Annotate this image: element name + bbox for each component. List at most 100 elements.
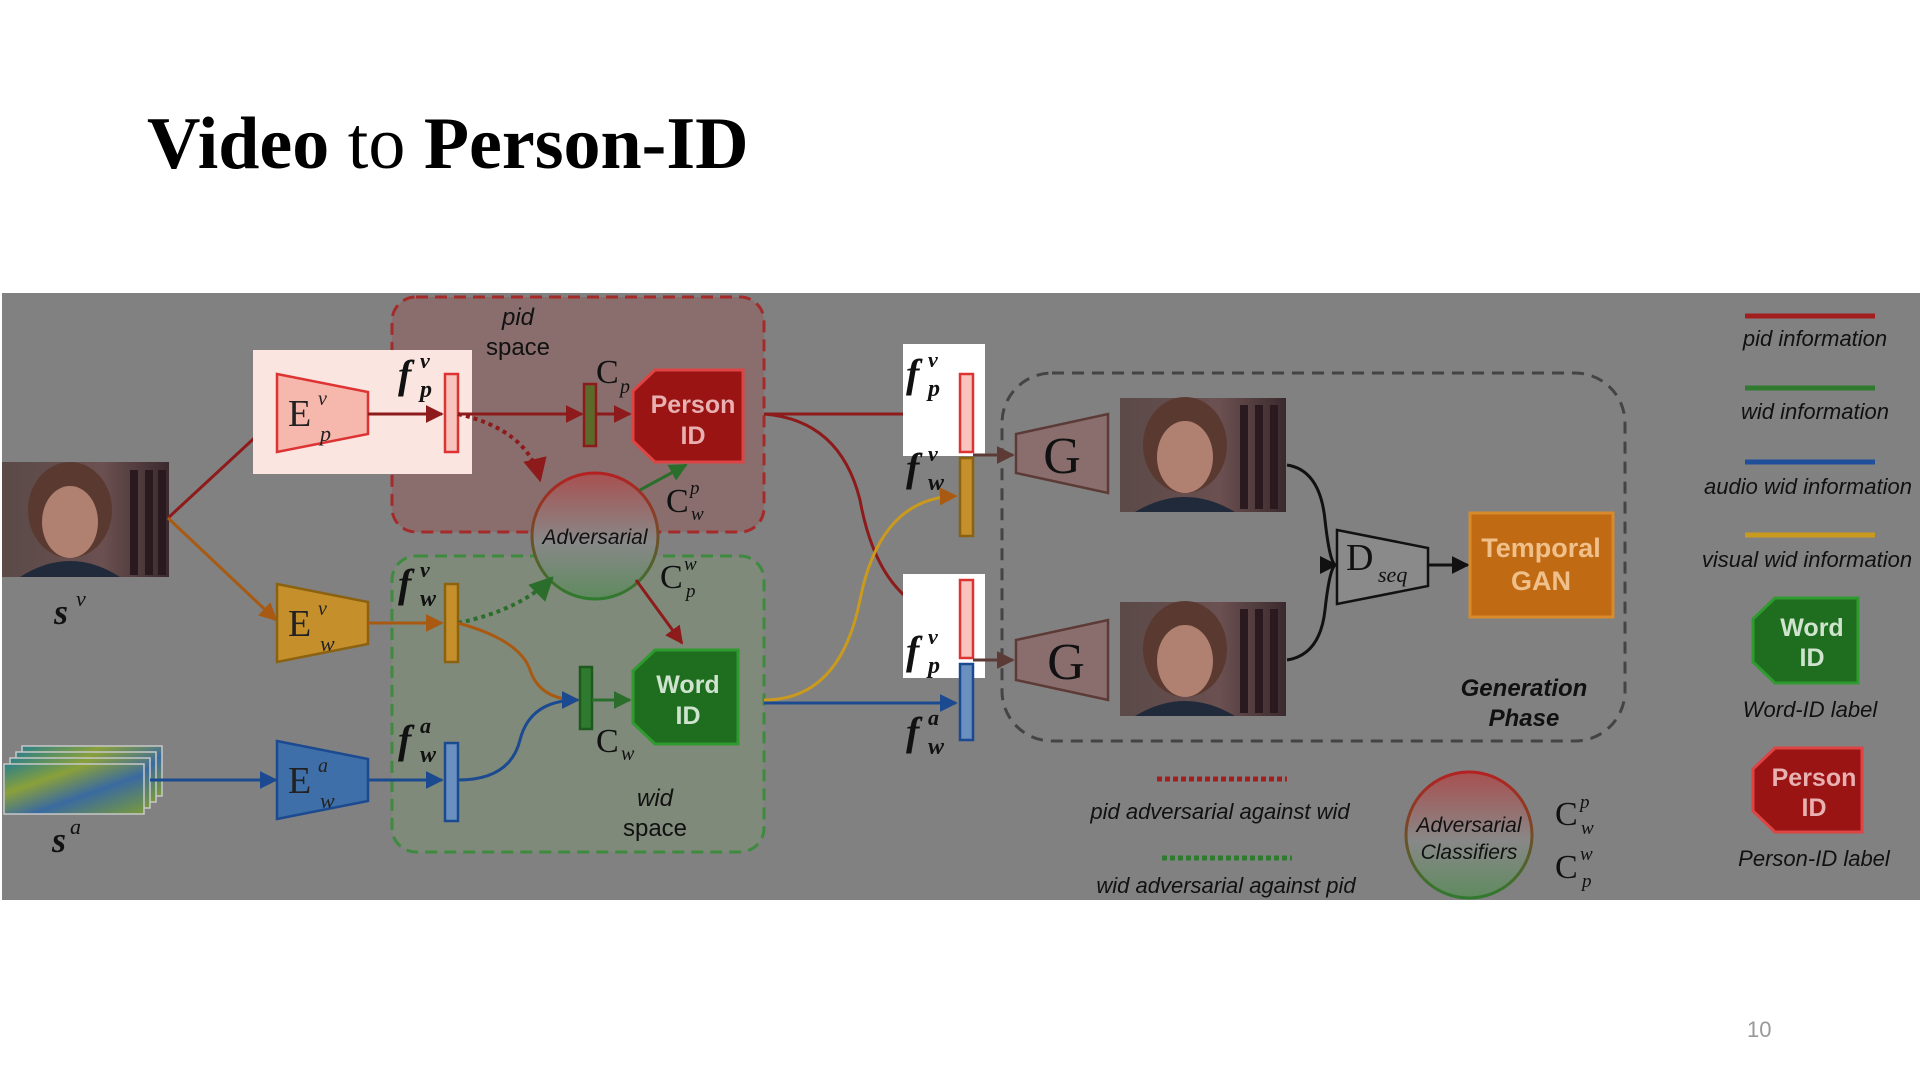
generator-top: G	[1014, 412, 1110, 495]
legend-visual-wid-info: visual wid information	[1702, 547, 1912, 572]
encoder-epv: E v p	[275, 372, 370, 454]
title-person-id: Person-ID	[423, 103, 749, 185]
encoder-ewa: E a w	[275, 739, 370, 821]
svg-text:a: a	[928, 705, 939, 730]
legend: pid information wid information audio wi…	[1702, 313, 1912, 871]
svg-text:C: C	[596, 723, 619, 760]
pid-space-label-1: pid	[501, 304, 535, 331]
person-id-node: Person ID	[631, 368, 745, 464]
person-id-node-line2: ID	[681, 422, 706, 450]
temporal-gan-line2: GAN	[1511, 566, 1571, 596]
dotted-arrow-fwv-to-adversarial	[457, 576, 554, 625]
legend-adversarial: pid adversarial against wid wid adversar…	[1089, 770, 1594, 900]
svg-text:v: v	[928, 441, 938, 466]
generation-phase-label-1: Generation	[1461, 675, 1588, 702]
encoder-epv-sub: p	[318, 421, 331, 446]
svg-text:w: w	[691, 504, 704, 525]
svg-text:G: G	[1047, 634, 1085, 691]
feature-bar-fwv-top	[958, 456, 975, 538]
arrow-adversarial-to-wordid	[634, 579, 684, 645]
svg-text:f: f	[398, 717, 415, 762]
legend-person-id-label: Person-ID label	[1738, 846, 1891, 871]
svg-text:f: f	[906, 445, 923, 490]
encoder-epv-base: E	[288, 393, 311, 435]
legend-word-id-label: Word-ID label	[1743, 697, 1879, 722]
adversarial-circle: Adversarial	[530, 471, 660, 601]
input-audio-spectrogram	[3, 745, 163, 815]
feature-label-fwv: f v w	[398, 557, 437, 612]
svg-text:v: v	[420, 348, 430, 373]
legend-audio-wid-info: audio wid information	[1704, 474, 1912, 499]
arrow-fwa-to-cw	[457, 691, 580, 782]
slide-title: Video to Person-ID	[147, 102, 749, 187]
svg-text:C: C	[596, 354, 619, 391]
discriminator-dseq: D seq	[1335, 528, 1430, 606]
feature-bar-fpv-bottom	[958, 578, 975, 660]
arrow-adversarial-to-cwp	[639, 463, 688, 492]
generator-bottom: G	[1014, 618, 1110, 702]
pid-space-label-2: space	[486, 334, 550, 361]
feature-bar-fwv	[443, 582, 460, 664]
feature-label-fwa: f a w	[398, 713, 437, 768]
svg-text:w: w	[420, 586, 437, 612]
svg-text:C: C	[666, 483, 689, 520]
svg-text:seq: seq	[1378, 562, 1407, 587]
svg-text:p: p	[926, 653, 940, 679]
person-id-node-line1: Person	[651, 391, 736, 419]
classifier-cpw-label: C w p	[660, 554, 697, 602]
svg-text:p: p	[618, 376, 630, 398]
legend-wid-adversarial: wid adversarial against pid	[1096, 873, 1356, 898]
generated-frame-bottom	[1120, 601, 1286, 716]
feature-label-fpv: f v p	[398, 348, 432, 403]
title-video: Video	[147, 103, 330, 185]
svg-text:w: w	[928, 470, 945, 496]
svg-text:f: f	[906, 351, 923, 396]
svg-text:p: p	[684, 581, 696, 602]
encoder-ewa-sup: a	[318, 755, 328, 777]
svg-text:w: w	[420, 742, 437, 768]
svg-text:p: p	[1578, 792, 1590, 813]
legend-pid-info: pid information	[1742, 326, 1887, 351]
svg-text:w: w	[1581, 818, 1594, 839]
legend-cwp: C p w	[1555, 792, 1594, 839]
input-video-frame	[2, 462, 169, 577]
legend-wid-info: wid information	[1741, 399, 1889, 424]
temporal-gan-node: Temporal GAN	[1468, 511, 1615, 619]
legend-adv-classifiers-line1: Adversarial	[1414, 814, 1522, 837]
classifier-bar-cp	[582, 382, 598, 448]
svg-text:v: v	[928, 347, 938, 372]
encoder-ewv-sub: w	[320, 631, 335, 656]
legend-adversarial-circle	[1404, 770, 1534, 900]
svg-text:p: p	[926, 376, 940, 402]
legend-pid-adversarial: pid adversarial against wid	[1089, 799, 1350, 824]
encoder-ewv-base: E	[288, 603, 311, 645]
generation-phase-region	[1000, 371, 1627, 743]
svg-text:v: v	[420, 557, 430, 582]
input-audio-sup: a	[70, 814, 81, 839]
encoder-ewv: E v w	[275, 582, 370, 664]
generated-frame-top	[1120, 397, 1286, 512]
feature-label-fwa-bottom: f a w	[906, 705, 945, 760]
arrow-video-to-ewv	[166, 516, 278, 622]
feature-label-fpv-top: f v p	[906, 347, 940, 402]
svg-text:ID: ID	[1800, 644, 1825, 672]
adversarial-label: Adversarial	[540, 526, 648, 549]
svg-text:p: p	[418, 377, 432, 403]
input-video-label: s	[53, 592, 68, 632]
input-audio-label: s	[51, 820, 66, 860]
svg-text:Word: Word	[1780, 614, 1843, 642]
svg-text:p: p	[688, 478, 700, 499]
feature-label-fpv-bottom: f v p	[906, 624, 940, 679]
word-id-node-line2: ID	[676, 702, 701, 730]
encoder-epv-sup: v	[318, 388, 327, 410]
svg-text:C: C	[660, 559, 683, 596]
encoder-ewv-sup: v	[318, 598, 327, 620]
svg-text:ID: ID	[1802, 794, 1827, 822]
arrow-frame-bottom-to-dseq	[1286, 556, 1338, 662]
svg-text:a: a	[420, 713, 431, 738]
classifier-cwp-label: C p w	[666, 478, 704, 525]
word-id-node-line1: Word	[656, 671, 719, 699]
svg-text:G: G	[1043, 428, 1081, 485]
svg-text:w: w	[621, 743, 635, 765]
